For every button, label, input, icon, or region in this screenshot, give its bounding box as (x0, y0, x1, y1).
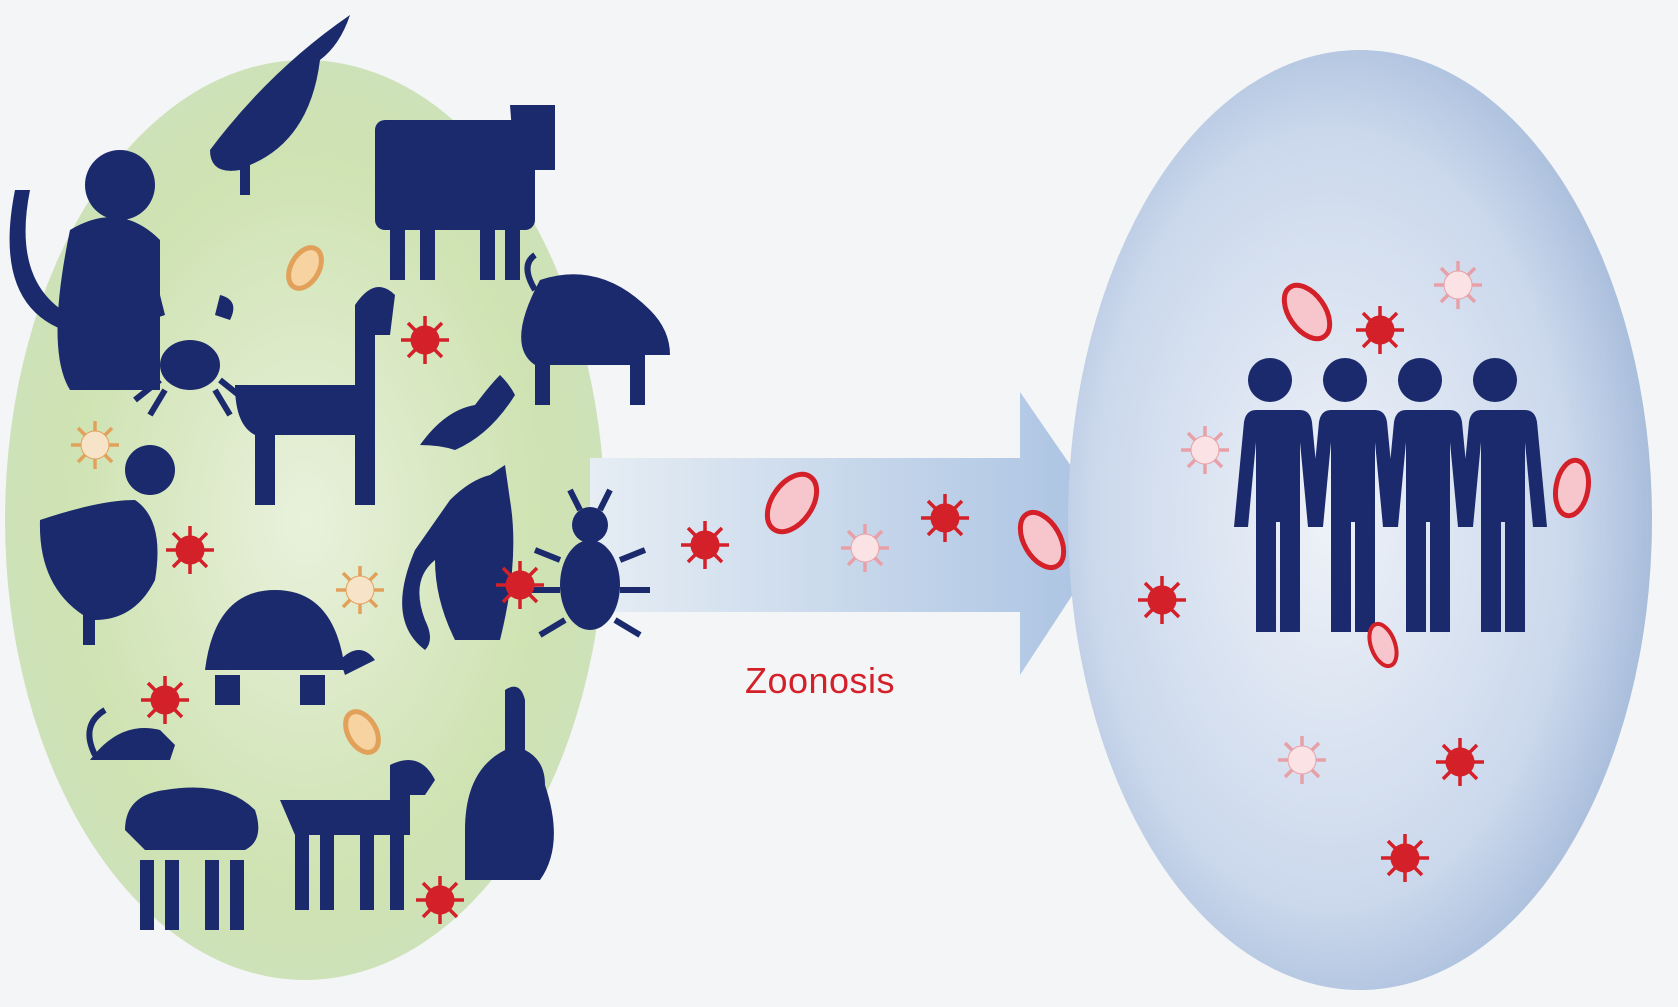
zoonosis-label: Zoonosis (720, 660, 920, 702)
